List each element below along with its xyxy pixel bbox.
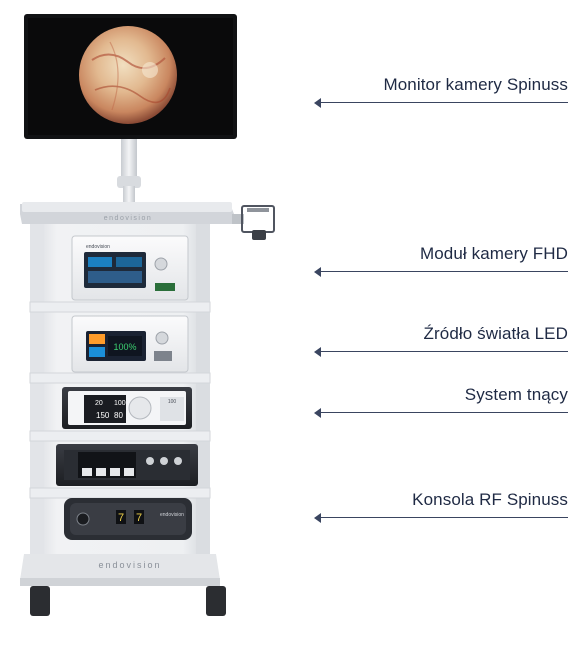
light-source: 100% <box>71 315 189 373</box>
label-light-source: Źródło światła LED <box>423 324 568 343</box>
svg-text:100%: 100% <box>113 342 136 352</box>
svg-text:7: 7 <box>136 512 142 524</box>
label-camera-module: Moduł kamery FHD <box>419 244 568 263</box>
svg-text:endovision: endovision <box>98 560 161 570</box>
arrow-light-source <box>314 346 568 358</box>
svg-text:150: 150 <box>96 411 110 420</box>
label-rf-console: Konsola RF Spinuss <box>412 490 568 509</box>
shaver-system: 20 100 150 80 100 <box>62 387 192 429</box>
monitor-arm <box>117 139 141 202</box>
arrow-shaver-system <box>314 407 568 419</box>
arrow-camera-module <box>314 266 568 278</box>
svg-text:endovision: endovision <box>160 512 184 518</box>
svg-text:100: 100 <box>168 399 177 405</box>
camera-module: endovision <box>71 235 189 301</box>
svg-text:80: 80 <box>114 411 123 420</box>
svg-text:7: 7 <box>118 512 124 524</box>
cart-top-tray: endovision <box>20 202 234 224</box>
arrow-rf-console <box>314 512 568 524</box>
svg-text:100: 100 <box>114 400 126 407</box>
pump-unit <box>56 444 198 486</box>
label-monitor: Monitor kamery Spinuss <box>383 75 568 94</box>
endoscope-view <box>79 26 177 124</box>
accessory-holder <box>232 205 275 240</box>
svg-text:endovision: endovision <box>104 215 152 222</box>
arrow-monitor <box>314 97 568 109</box>
svg-text:20: 20 <box>95 400 103 407</box>
svg-text:endovision: endovision <box>86 244 110 250</box>
monitor <box>24 14 237 139</box>
label-shaver-system: System tnący <box>464 385 568 404</box>
rf-console: 7 7 endovision <box>64 498 192 540</box>
wheel-right <box>206 586 226 616</box>
wheel-left <box>30 586 50 616</box>
